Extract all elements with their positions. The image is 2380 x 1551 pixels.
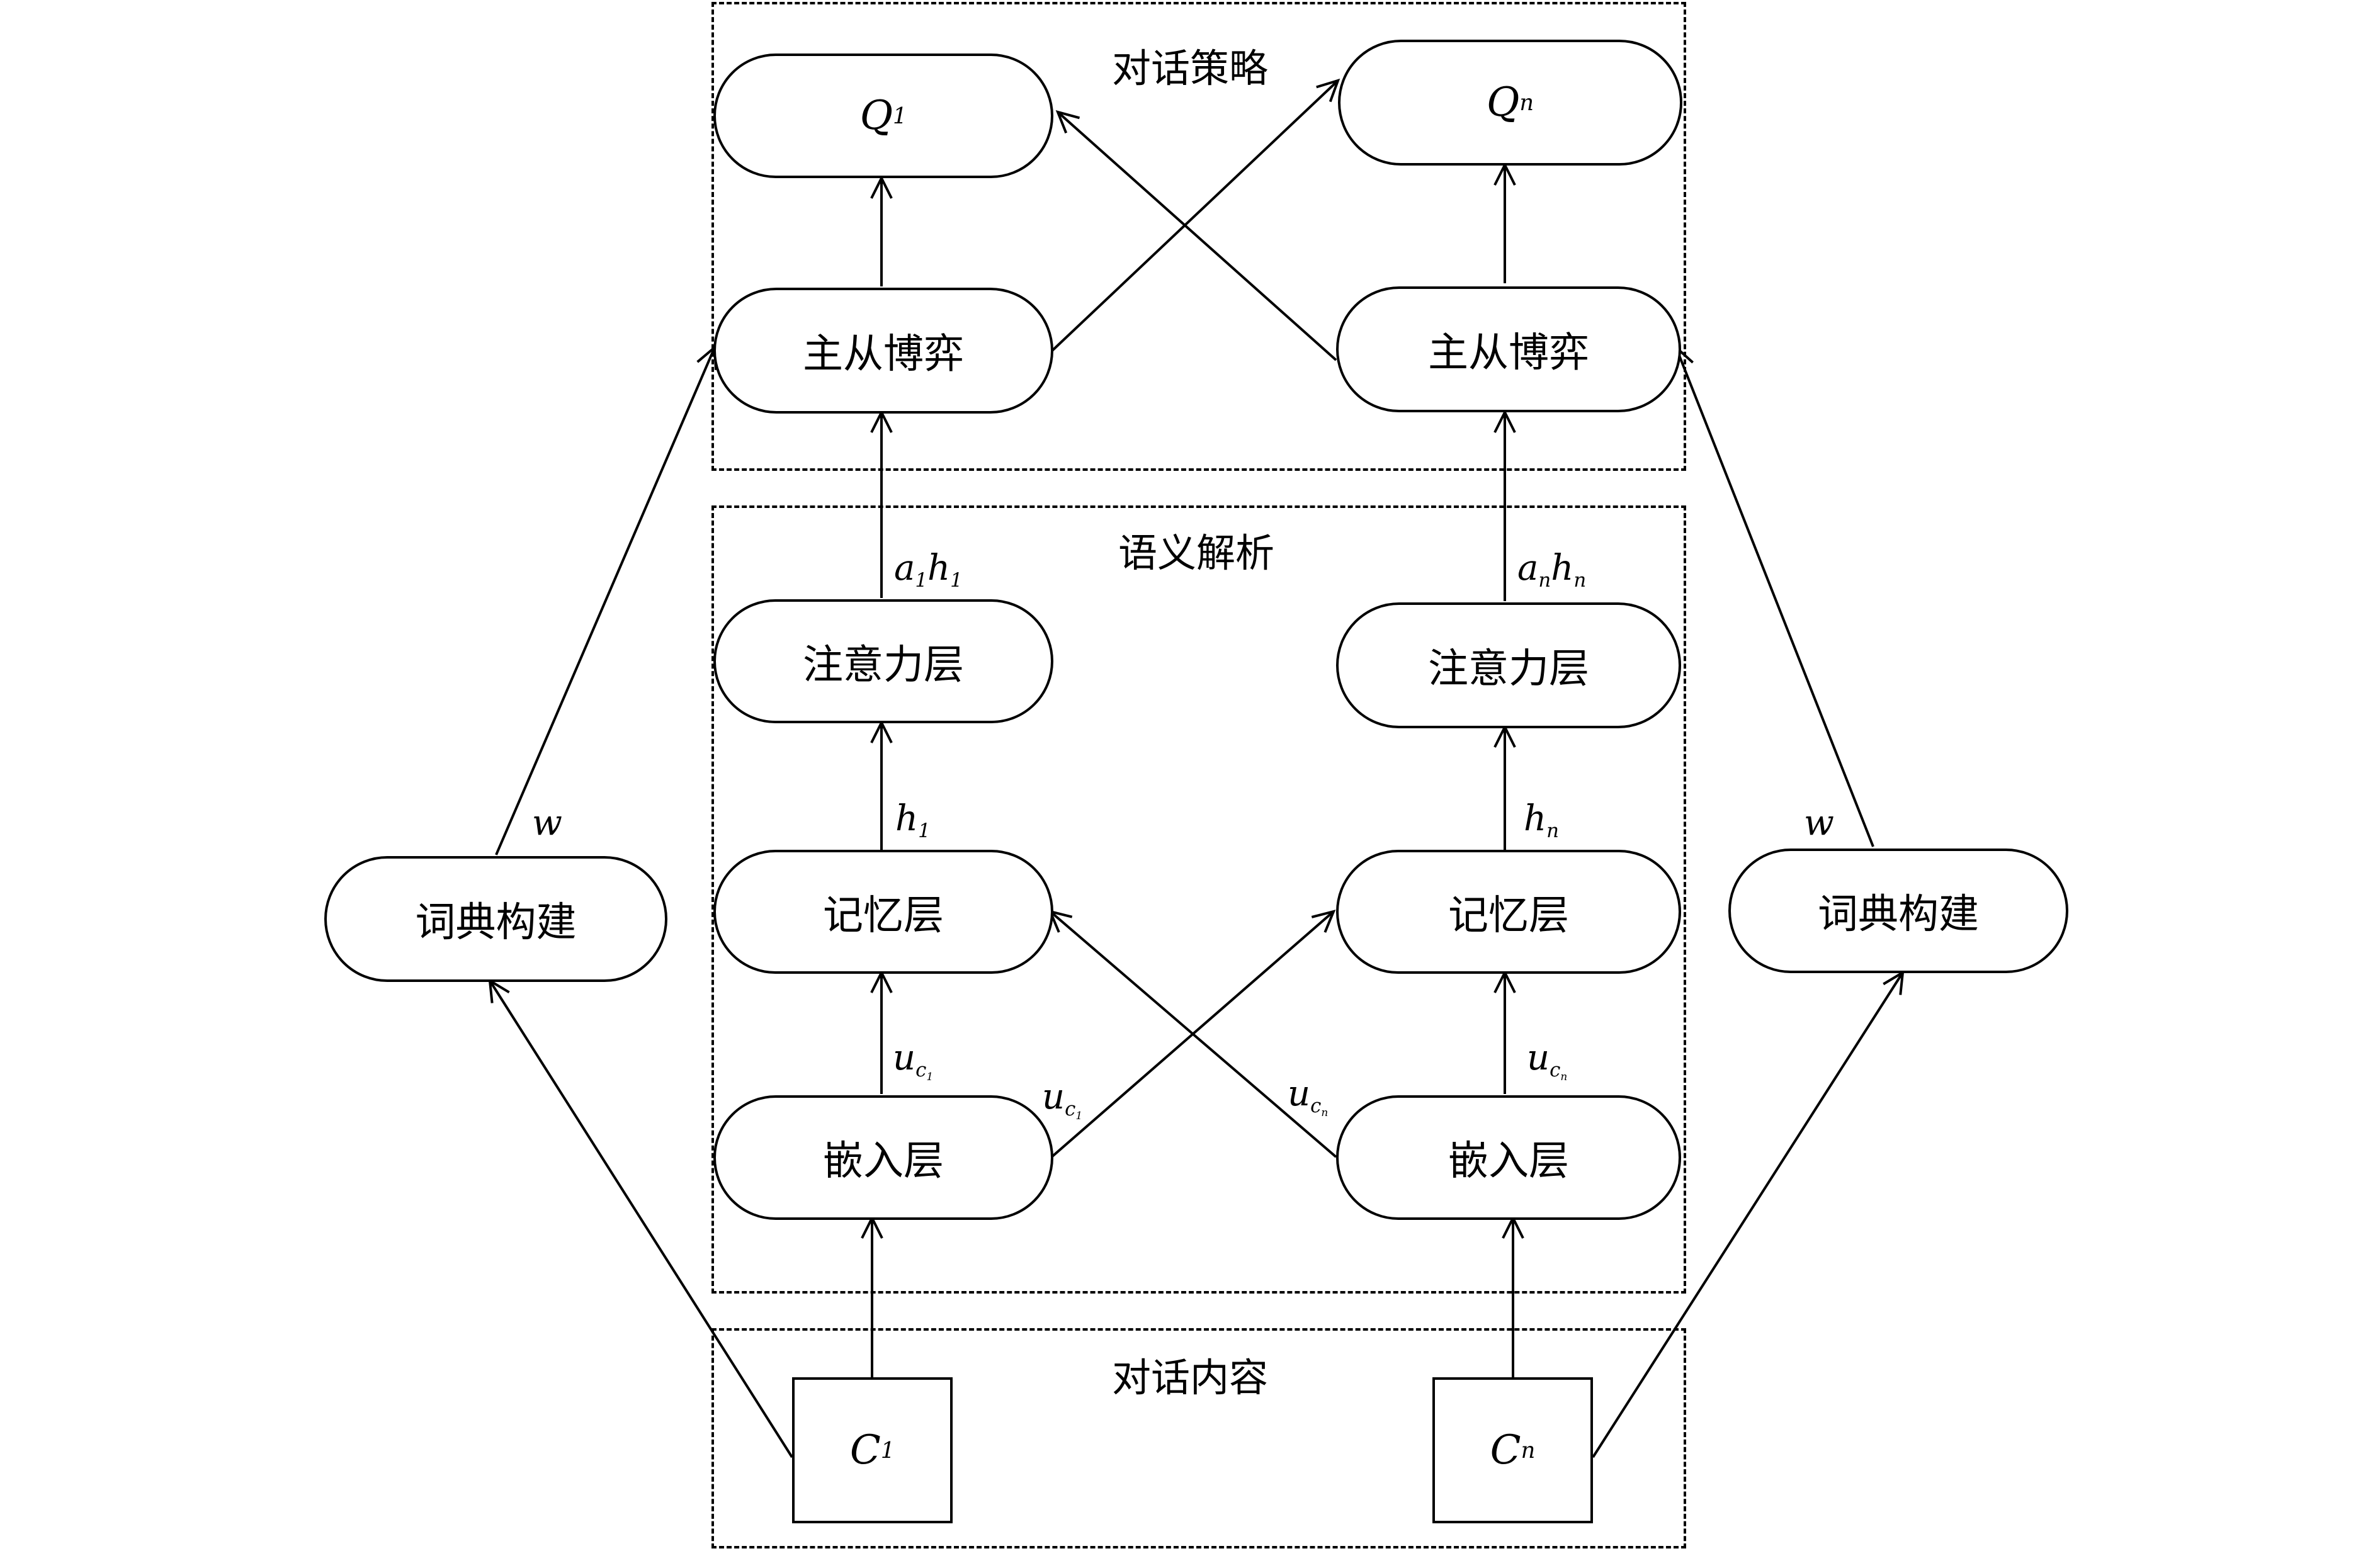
attention-node-left: 注意力层 (713, 599, 1053, 723)
edge-embed-left-to-memory-right (1049, 910, 1336, 1159)
label-uc1-cross-subsub: 1 (1075, 1108, 1083, 1122)
region-semantic-parsing (711, 505, 1686, 1294)
label-anhn-a-sub: n (1538, 568, 1551, 592)
label-uc1-up-sub: c (915, 1058, 927, 1081)
dict-node-left: 词典构建 (324, 856, 667, 982)
label-ucn-up-sub: c (1550, 1058, 1561, 1081)
label-w-left: w (532, 803, 562, 843)
q1-base: Q (859, 93, 893, 139)
label-ucn-up-base: u (1527, 1037, 1550, 1078)
cn-base: C (1490, 1427, 1521, 1474)
label-ucn-up: ucn (1527, 1037, 1567, 1083)
c1-sub: 1 (880, 1437, 895, 1464)
region-title-content: 对话内容 (1111, 1355, 1268, 1401)
edge-embed-right-to-memory-left (1048, 910, 1337, 1158)
qn-base: Q (1486, 79, 1520, 126)
embed-node-left: 嵌入层 (713, 1095, 1053, 1220)
qn-sub: n (1519, 89, 1534, 116)
label-hn-sub: n (1546, 819, 1559, 842)
game-node-left: 主从博弈 (713, 288, 1053, 414)
label-ucn-cross-base: u (1288, 1073, 1311, 1114)
label-anhn-a: a (1517, 548, 1539, 589)
edge-cn-to-dict-right (1592, 970, 1905, 1458)
region-title-strategy: 对话策略 (1111, 45, 1268, 91)
dict-node-right: 词典构建 (1728, 849, 2068, 973)
attention-node-right: 注意力层 (1336, 602, 1681, 728)
region-title-semantic: 语义解析 (1118, 530, 1274, 576)
label-h1: h1 (895, 798, 931, 842)
label-anhn-h-sub: n (1573, 568, 1587, 592)
label-hn-base: h (1524, 798, 1547, 839)
label-a1h1-h: h (927, 548, 951, 589)
label-uc1-cross-sub: c (1065, 1097, 1076, 1120)
edge-dict-left-to-game-left (495, 344, 718, 855)
label-ucn-up-subsub: n (1560, 1069, 1568, 1083)
label-ucn-cross-subsub: n (1321, 1105, 1329, 1119)
label-a1h1-a: a (894, 548, 915, 589)
edge-c1-to-dict-left (488, 978, 793, 1458)
label-hn: hn (1524, 798, 1559, 842)
label-ucn-cross-sub: c (1310, 1094, 1322, 1117)
embed-node-right: 嵌入层 (1336, 1095, 1681, 1220)
c1-base: C (849, 1427, 881, 1474)
edge-game-left-to-qn (1049, 78, 1340, 354)
label-uc1-up: uc1 (893, 1037, 933, 1083)
label-ucn-cross: ucn (1288, 1073, 1328, 1119)
cn-sub: n (1521, 1437, 1536, 1464)
label-uc1-cross-base: u (1042, 1076, 1065, 1117)
label-uc1-cross: uc1 (1042, 1076, 1082, 1122)
label-w-right: w (1804, 803, 1834, 843)
edge-dict-right-to-game-right (1672, 344, 1874, 847)
label-uc1-up-subsub: 1 (926, 1069, 934, 1083)
label-a1h1-a-sub: 1 (915, 568, 927, 592)
memory-node-right: 记忆层 (1336, 850, 1681, 974)
label-uc1-up-base: u (893, 1037, 916, 1078)
label-anhn-h: h (1551, 548, 1574, 589)
label-h1-sub: 1 (918, 819, 931, 842)
label-anhn: anhn (1517, 548, 1586, 592)
label-h1-base: h (895, 798, 919, 839)
label-a1h1: a1h1 (894, 548, 963, 592)
q1-sub: 1 (893, 103, 907, 129)
memory-node-left: 记忆层 (713, 850, 1053, 974)
label-a1h1-h-sub: 1 (950, 568, 963, 592)
region-dialogue-content (711, 1328, 1686, 1548)
region-dialogue-strategy (711, 2, 1686, 471)
game-node-right: 主从博弈 (1336, 286, 1681, 412)
edge-game-right-to-q1 (1055, 110, 1337, 361)
